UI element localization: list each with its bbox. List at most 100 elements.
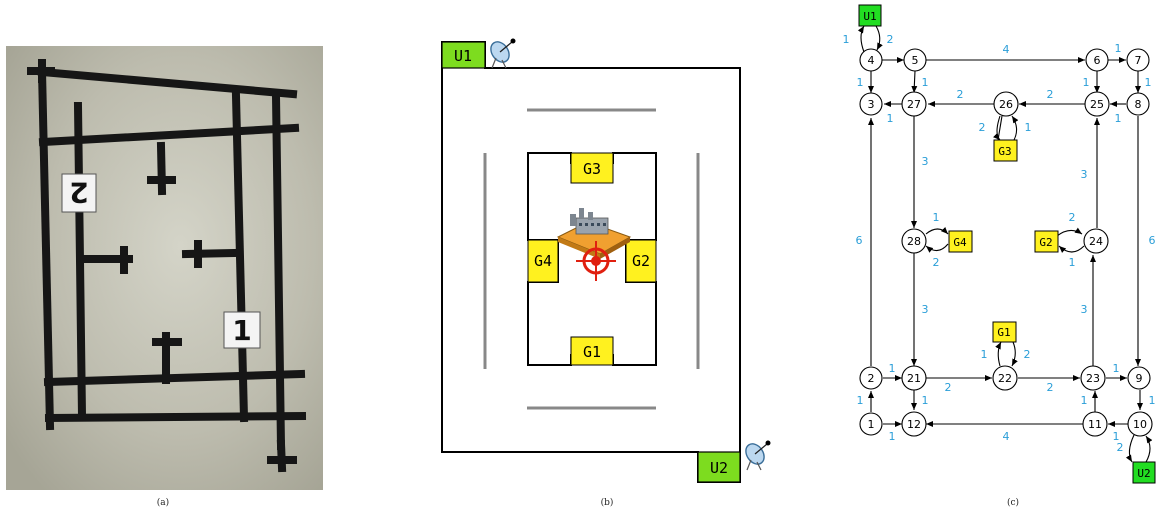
edge-weight: 3 <box>922 303 929 316</box>
map-svg: U1 U2 G3 G4 G2 G1 <box>441 38 771 483</box>
box-label: G1 <box>997 326 1010 339</box>
goal-g1 <box>570 336 614 366</box>
edge-weight: 2 <box>1047 381 1054 394</box>
edge-weight: 1 <box>1083 76 1090 89</box>
edge-weights: 1 2 4 1 1 1 1 1 1 2 2 1 2 1 3 3 6 6 1 2 … <box>843 33 1156 454</box>
edge-weight: 1 <box>857 76 864 89</box>
node-label: 1 <box>868 418 875 431</box>
node-label: 26 <box>999 98 1013 111</box>
box-label: G2 <box>1039 236 1052 249</box>
goal-g3 <box>570 152 614 184</box>
box-u2 <box>1132 461 1156 484</box>
edge-weight: 1 <box>843 33 850 46</box>
edge-weight: 4 <box>1003 430 1010 443</box>
edge-weight: 2 <box>1047 88 1054 101</box>
edge-weight: 1 <box>922 394 929 407</box>
panel-c-graph: 1 2 3 4 5 6 7 8 9 10 11 12 21 22 23 24 2… <box>826 0 1162 490</box>
graph-boxes <box>858 4 1156 484</box>
factory-icon <box>556 208 632 259</box>
caption-c: (c) <box>1006 498 1020 508</box>
node-27 <box>901 91 927 117</box>
edge-weight: 3 <box>1081 303 1088 316</box>
box-label: G3 <box>998 145 1011 158</box>
box-label: U1 <box>863 10 876 23</box>
edge-weight: 2 <box>933 256 940 269</box>
g1-label: G1 <box>583 343 601 361</box>
edge-weight: 1 <box>889 430 896 443</box>
inner-barriers <box>483 108 700 410</box>
edge-weight: 1 <box>1069 256 1076 269</box>
edge-weight: 1 <box>1149 394 1156 407</box>
node-4 <box>859 48 883 72</box>
satellite-dish-icon <box>745 440 771 471</box>
edge-weight: 1 <box>1145 76 1152 89</box>
edge-weight: 2 <box>887 33 894 46</box>
node-label: 25 <box>1090 98 1104 111</box>
panel-a-photo: 2 1 <box>6 46 323 490</box>
edge-weight: 3 <box>922 155 929 168</box>
edge-weight: 1 <box>889 362 896 375</box>
edge-weight: 1 <box>1081 394 1088 407</box>
box-label: U2 <box>1137 467 1150 480</box>
node-label: 9 <box>1136 372 1143 385</box>
node-24 <box>1083 228 1109 254</box>
node-label: 28 <box>907 235 921 248</box>
g3-label: G3 <box>583 160 601 178</box>
edge-weight: 2 <box>945 381 952 394</box>
g2-label: G2 <box>632 252 650 270</box>
node-label: 8 <box>1135 98 1142 111</box>
edge-weight: 3 <box>1081 168 1088 181</box>
graph-svg: 1 2 3 4 5 6 7 8 9 10 11 12 21 22 23 24 2… <box>843 4 1156 484</box>
tape-lines <box>27 59 307 473</box>
graph-edges <box>857 25 1153 463</box>
edge-weight: 2 <box>1117 441 1124 454</box>
u2-corner <box>697 451 741 483</box>
robot-marker-right: 1 <box>223 311 261 349</box>
node-label: 21 <box>907 372 921 385</box>
node-5 <box>903 48 927 72</box>
node-label: 22 <box>998 372 1012 385</box>
edge-weight: 2 <box>979 121 986 134</box>
edge-weight: 1 <box>1115 112 1122 125</box>
g4-label: G4 <box>534 252 552 270</box>
u1-corner <box>441 41 486 69</box>
target-crosshair-icon <box>576 241 616 281</box>
box-g2 <box>1034 230 1059 253</box>
edge-weight: 4 <box>1003 43 1010 56</box>
edge-weight: 1 <box>922 76 929 89</box>
edge-weight: 1 <box>1115 42 1122 55</box>
node-6 <box>1085 48 1109 72</box>
u2-label: U2 <box>710 459 728 477</box>
marker-right-label: 1 <box>232 314 251 347</box>
node-10 <box>1127 411 1153 437</box>
edge-weight: 1 <box>981 348 988 361</box>
edge-weight: 6 <box>1149 234 1156 247</box>
node-2 <box>859 366 883 390</box>
node-label: 3 <box>868 98 875 111</box>
graph-node-labels: 1 2 3 4 5 6 7 8 9 10 11 12 21 22 23 24 2… <box>868 54 1148 431</box>
node-1 <box>859 412 883 436</box>
node-9 <box>1127 366 1151 390</box>
node-label: 12 <box>907 418 921 431</box>
robot-marker-left: 2 <box>61 173 97 213</box>
edge-weight: 2 <box>1069 211 1076 224</box>
graph-box-labels: U1 U2 G3 G4 G2 G1 <box>863 10 1150 480</box>
marker-left-label: 2 <box>69 176 88 209</box>
node-label: 6 <box>1094 54 1101 67</box>
node-label: 5 <box>912 54 919 67</box>
photo-svg: 2 1 <box>6 46 323 490</box>
node-label: 10 <box>1133 418 1147 431</box>
goal-g4 <box>527 239 559 283</box>
box-g1 <box>992 321 1017 343</box>
box-u1 <box>858 4 882 27</box>
node-8 <box>1126 92 1150 116</box>
node-28 <box>901 228 927 254</box>
node-7 <box>1126 48 1150 72</box>
edge-weight: 1 <box>1113 362 1120 375</box>
caption-a: (a) <box>156 498 170 508</box>
box-g4 <box>948 230 973 253</box>
edge-weight: 1 <box>857 394 864 407</box>
node-label: 23 <box>1086 372 1100 385</box>
node-21 <box>901 365 927 391</box>
node-label: 24 <box>1089 235 1103 248</box>
